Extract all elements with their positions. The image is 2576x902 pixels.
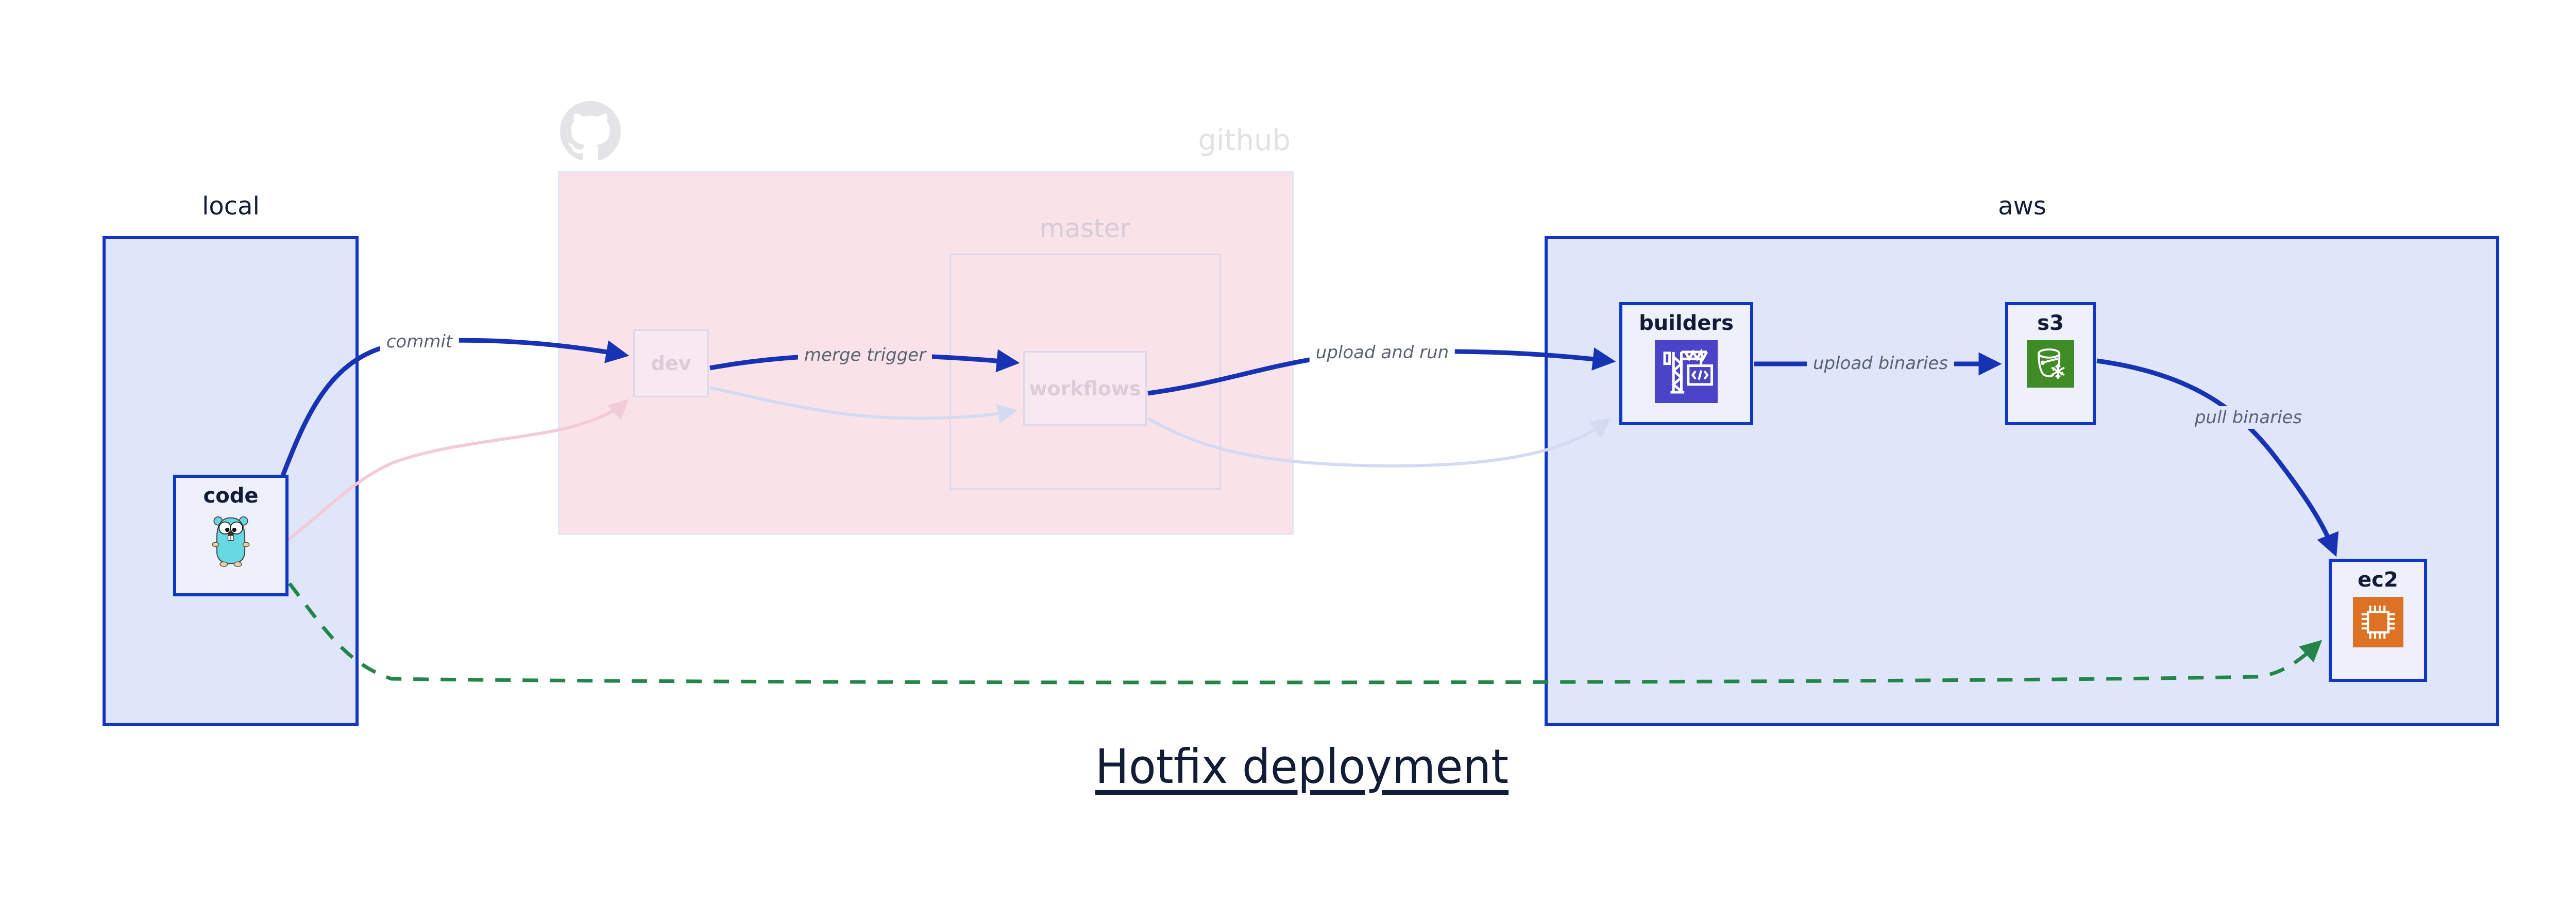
node-ec2-label: ec2 xyxy=(2358,568,2398,592)
github-zone-label: github xyxy=(1198,124,1291,157)
edge-label-merge-trigger: merge trigger xyxy=(798,344,933,366)
node-dev: dev xyxy=(633,329,709,397)
node-s3: s3 xyxy=(2005,302,2096,425)
edge-label-upload-binaries: upload binaries xyxy=(1806,352,1955,375)
octocat-logo-icon xyxy=(560,101,621,161)
aws-ec2-chip-icon xyxy=(2352,597,2403,647)
node-s3-label: s3 xyxy=(2037,311,2064,335)
node-builders: builders xyxy=(1619,302,1753,425)
master-branch-label: master xyxy=(1039,213,1131,243)
local-zone-label: local xyxy=(202,192,260,221)
aws-s3-glacier-bucket-icon xyxy=(2027,340,2074,388)
edge-label-commit: commit xyxy=(380,330,459,353)
aws-zone-label: aws xyxy=(1998,192,2046,221)
edge-label-pull-binaries: pull binaries xyxy=(2188,406,2309,429)
node-workflows-label: workflows xyxy=(1029,377,1141,400)
node-ec2: ec2 xyxy=(2329,559,2427,682)
diagram-title: Hotfix deployment xyxy=(1095,739,1509,794)
node-builders-label: builders xyxy=(1639,311,1734,335)
node-dev-label: dev xyxy=(651,352,691,375)
node-workflows: workflows xyxy=(1023,351,1147,426)
node-code: code xyxy=(173,475,289,596)
edge-label-upload-and-run: upload and run xyxy=(1309,341,1455,364)
aws-codebuild-crane-icon xyxy=(1655,340,1718,403)
go-gopher-icon xyxy=(212,516,250,567)
node-code-label: code xyxy=(203,484,259,508)
